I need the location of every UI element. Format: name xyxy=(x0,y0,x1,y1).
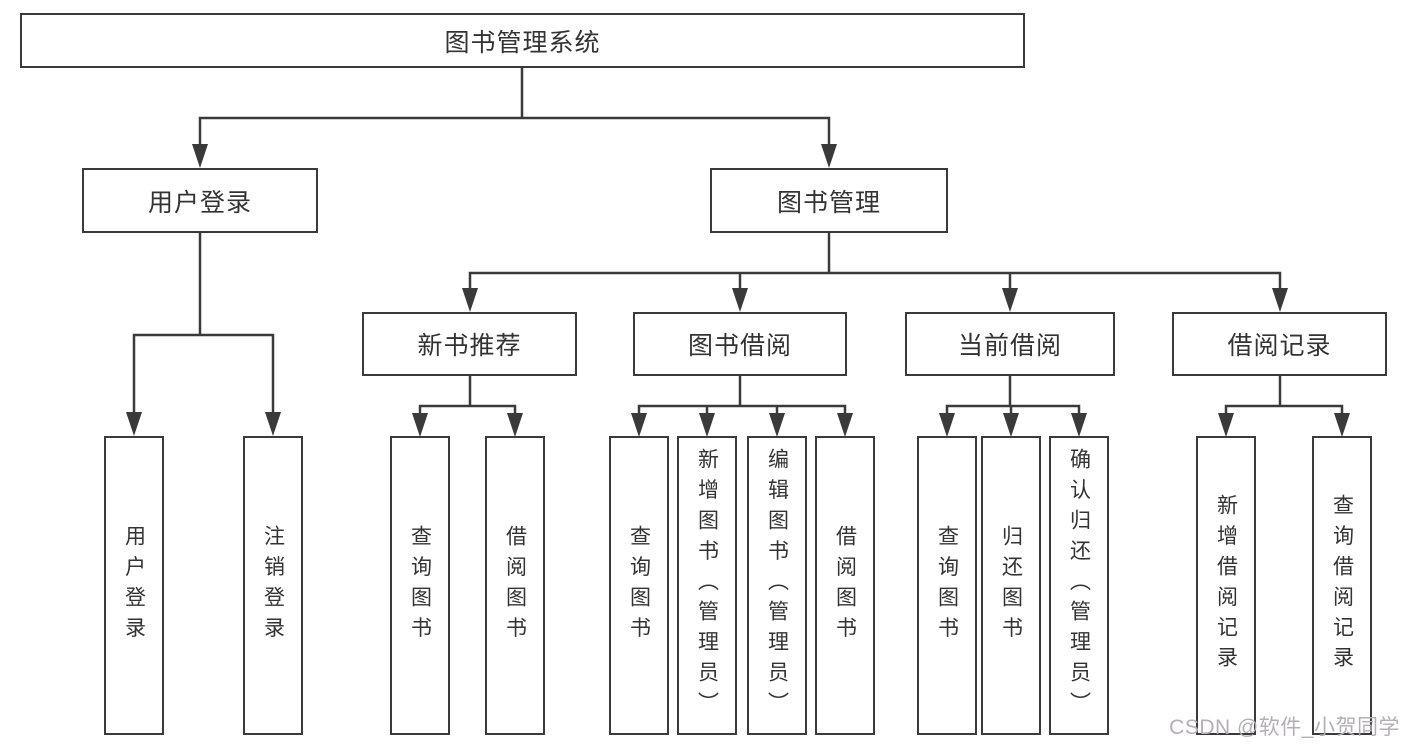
node-current-borrowing: 当前借阅 xyxy=(905,312,1115,376)
leaf-recommend-query-books: 查询图书 xyxy=(390,436,450,735)
leaf-records-query-borrow-record: 查询借阅记录 xyxy=(1312,436,1372,735)
leaf-user-login: 用户登录 xyxy=(104,436,164,735)
leaf-current-confirm-return-admin: 确认归还（管理员） xyxy=(1049,436,1109,735)
leaf-records-add-borrow-record: 新增借阅记录 xyxy=(1196,436,1256,735)
node-label: 当前借阅 xyxy=(957,332,1062,360)
leaf-current-query-books: 查询图书 xyxy=(917,436,977,735)
node-label: 查询图书 xyxy=(408,524,432,647)
node-label: 归还图书 xyxy=(999,524,1023,647)
node-label: 图书管理系统 xyxy=(444,28,601,57)
leaf-borrow-borrow-books: 借阅图书 xyxy=(815,436,875,735)
csdn-watermark: CSDN @软件_小贺同学 xyxy=(1169,716,1400,739)
node-label: 图书管理 xyxy=(776,188,881,217)
leaf-borrow-edit-books-admin: 编辑图书（管理员） xyxy=(747,436,807,735)
node-label: 查询借阅记录 xyxy=(1330,494,1354,677)
node-label: 查询图书 xyxy=(627,524,651,647)
node-label: 编辑图书（管理员） xyxy=(765,448,789,723)
node-borrowing-records: 借阅记录 xyxy=(1172,312,1387,376)
node-book-management: 图书管理 xyxy=(710,168,948,233)
node-book-borrowing: 图书借阅 xyxy=(633,312,847,376)
leaf-recommend-borrow-books: 借阅图书 xyxy=(485,436,545,735)
node-label: 用户登录 xyxy=(147,188,252,217)
leaf-logout: 注销登录 xyxy=(243,436,303,735)
leaf-borrow-add-books-admin: 新增图书（管理员） xyxy=(677,436,737,735)
node-label: 新增图书（管理员） xyxy=(695,448,719,723)
node-label: 借阅图书 xyxy=(833,524,857,647)
node-label: 注销登录 xyxy=(261,524,285,647)
leaf-borrow-query-books: 查询图书 xyxy=(609,436,669,735)
node-label: 新书推荐 xyxy=(417,332,522,360)
node-label: 图书借阅 xyxy=(687,332,792,360)
node-library-management-system: 图书管理系统 xyxy=(20,13,1025,68)
node-label: 确认归还（管理员） xyxy=(1067,448,1091,723)
node-label: 用户登录 xyxy=(122,524,146,647)
node-user-login: 用户登录 xyxy=(82,168,318,233)
node-label: 借阅记录 xyxy=(1227,332,1332,360)
leaf-current-return-books: 归还图书 xyxy=(981,436,1041,735)
node-label: 新增借阅记录 xyxy=(1214,494,1238,677)
node-label: 借阅图书 xyxy=(503,524,527,647)
node-label: 查询图书 xyxy=(935,524,959,647)
node-new-book-recommendation: 新书推荐 xyxy=(362,312,577,376)
